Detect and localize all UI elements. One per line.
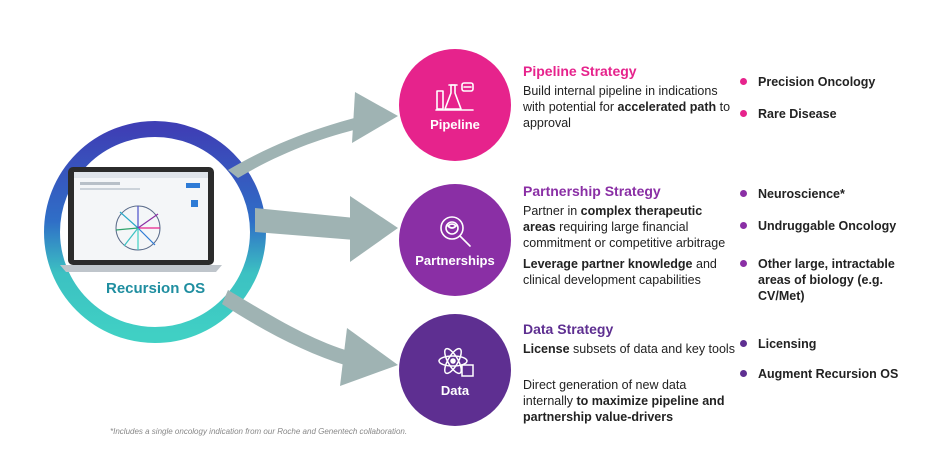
bullet-dot — [740, 110, 747, 117]
footnote: *Includes a single oncology indication f… — [110, 427, 408, 436]
magnifier-icon — [437, 213, 473, 249]
partnerships-circle-label: Partnerships — [415, 252, 495, 268]
pipeline-bullet-precision-oncology: Precision Oncology — [758, 75, 876, 89]
pipeline-strategy-title: Pipeline Strategy — [523, 63, 637, 79]
pipeline-circle[interactable]: Pipeline — [399, 49, 511, 161]
partnership-strategy-title: Partnership Strategy — [523, 183, 661, 199]
data-description-2: Direct generation of new data internally… — [523, 378, 725, 424]
data-strategy-title: Data Strategy — [523, 321, 614, 337]
bullet-dot — [740, 370, 747, 377]
bullet-dot — [740, 78, 747, 85]
lab-flask-icon — [435, 79, 475, 113]
atom-data-icon — [436, 343, 474, 379]
partnership-bullet-other-areas: Other large, intractable areas of biolog… — [758, 257, 895, 303]
laptop-screen — [60, 167, 222, 272]
bullet-dot — [740, 340, 747, 347]
partnerships-circle[interactable]: Partnerships — [399, 184, 511, 296]
data-bullet-augment-recursion-os: Augment Recursion OS — [758, 367, 899, 381]
partnership-bullet-undruggable-oncology: Undruggable Oncology — [758, 219, 897, 233]
pipeline-description: Build internal pipeline in indications w… — [523, 84, 731, 130]
data-circle-label: Data — [440, 382, 470, 398]
arrow-to-pipeline — [228, 92, 398, 178]
partnership-description-2: Leverage partner knowledge and clinical … — [523, 257, 717, 287]
arrow-to-data — [222, 290, 398, 386]
data-bullet-licensing: Licensing — [758, 337, 817, 351]
recursion-os-label: Recursion OS — [106, 280, 206, 297]
partnership-bullet-neuroscience: Neuroscience* — [758, 187, 845, 201]
bullet-dot — [740, 190, 747, 197]
data-description-1: License subsets of data and key tools — [523, 342, 735, 356]
pipeline-bullet-rare-disease: Rare Disease — [758, 107, 837, 121]
bullet-dot — [740, 222, 747, 229]
bullet-dot — [740, 260, 747, 267]
data-circle[interactable]: Data — [399, 314, 511, 426]
arrow-to-partnerships — [255, 196, 398, 262]
pipeline-circle-label: Pipeline — [430, 116, 480, 132]
partnership-description-1: Partner in complex therapeutic areas req… — [523, 204, 726, 250]
